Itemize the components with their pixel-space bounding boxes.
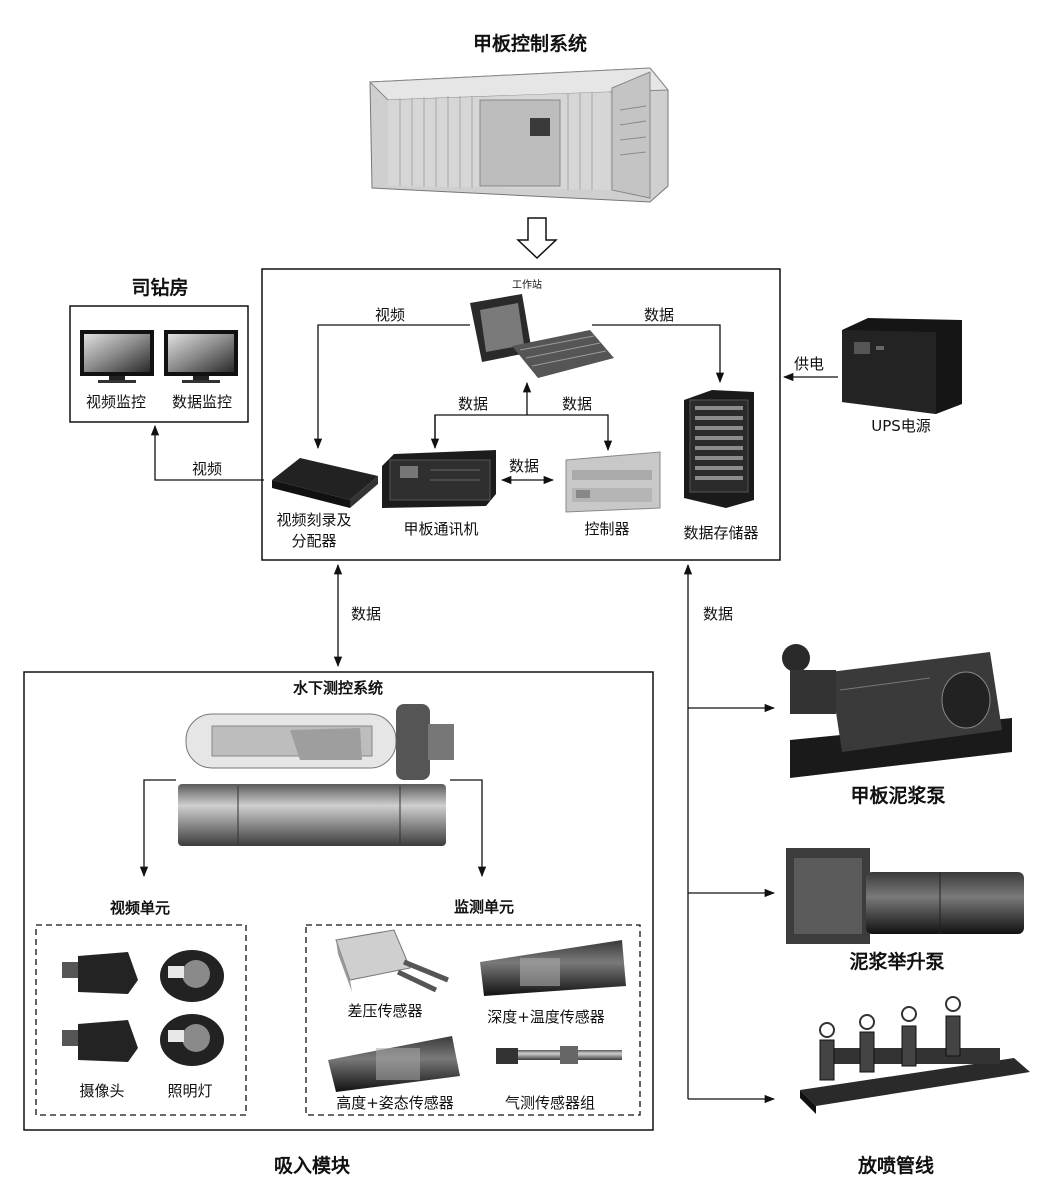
deck-equipment-box — [261, 268, 781, 561]
video-monitor-label: 视频监控 — [86, 393, 146, 411]
ups-image — [842, 318, 962, 414]
workstation-label: 工作站 — [512, 278, 542, 291]
depth-temp-label: 深度+温度传感器 — [487, 1008, 605, 1026]
camera-top-image — [62, 952, 138, 994]
camera-label: 摄像头 — [79, 1082, 124, 1100]
video-to-driller-arrow — [150, 424, 264, 481]
link-data-left-label: 数据 — [458, 395, 488, 413]
mud-lift-pump-title: 泥浆举升泵 — [849, 950, 944, 973]
blowout-line-title: 放喷管线 — [857, 1154, 934, 1177]
light-label: 照明灯 — [167, 1082, 212, 1100]
link-video-left-label: 视频 — [192, 460, 222, 478]
comm-pc-label: 甲板通讯机 — [403, 520, 478, 538]
gas-sensors-label: 气测传感器组 — [505, 1094, 595, 1112]
height-attitude-sensor-image — [328, 1036, 460, 1092]
internal-links — [313, 324, 725, 485]
deck-control-title: 甲板控制系统 — [473, 32, 587, 55]
blowout-line-image — [800, 996, 1030, 1114]
storage-server-image — [684, 390, 754, 508]
video-recorder-image — [272, 458, 378, 508]
gas-sensors-image — [496, 1046, 622, 1064]
hollow-down-arrow — [516, 217, 558, 260]
data-monitor-label: 数据监控 — [172, 393, 232, 411]
height-attitude-label: 高度+姿态传感器 — [336, 1094, 454, 1112]
video-recorder-label-line1: 视频刻录及 — [276, 511, 351, 529]
ups-label: UPS电源 — [871, 417, 931, 435]
controller-label: 控制器 — [584, 520, 629, 538]
to-monitor-unit-arrow — [450, 779, 487, 878]
storage-label: 数据存储器 — [683, 524, 758, 542]
depth-temp-sensor-image — [480, 940, 626, 996]
pressure-housing-image — [178, 784, 446, 846]
monitor-unit-title: 监测单元 — [454, 898, 514, 916]
link-data-right-label: 数据 — [562, 395, 592, 413]
underwater-system-box — [23, 671, 654, 1131]
link-video-top-label: 视频 — [375, 306, 405, 324]
comm-pc-image — [382, 450, 496, 508]
to-video-unit-arrow — [139, 779, 176, 878]
link-data-top-label: 数据 — [644, 306, 674, 324]
container-image — [368, 67, 670, 203]
right-data-bus — [683, 563, 776, 1104]
diff-pressure-label: 差压传感器 — [347, 1002, 422, 1020]
mud-lift-pump-image — [786, 848, 1024, 944]
underwater-title: 水下测控系统 — [293, 679, 383, 697]
video-unit-box — [35, 924, 247, 1116]
suction-module-title: 吸入模块 — [274, 1154, 351, 1177]
deck-mud-pump-title: 甲板泥浆泵 — [850, 784, 945, 807]
monitor-unit-box — [305, 924, 641, 1116]
light-top-image — [160, 950, 224, 1002]
deck-mud-pump-image — [782, 644, 1012, 778]
diff-pressure-sensor-image — [335, 929, 449, 993]
video-unit-title: 视频单元 — [110, 899, 170, 917]
link-data-side-label: 数据 — [703, 605, 733, 623]
light-bottom-image — [160, 1014, 224, 1066]
data-monitor-image — [164, 330, 238, 383]
workstation-image — [470, 294, 614, 378]
camera-bottom-image — [62, 1020, 138, 1062]
link-data-mid-label: 数据 — [509, 457, 539, 475]
video-monitor-image — [80, 330, 154, 383]
controller-image — [565, 451, 661, 513]
driller-room-box — [69, 305, 249, 423]
electronics-module-image — [185, 704, 454, 780]
link-data-down-label: 数据 — [351, 605, 381, 623]
driller-room-title: 司钻房 — [131, 276, 188, 299]
link-power-label: 供电 — [794, 355, 824, 373]
video-recorder-label-line2: 分配器 — [291, 532, 336, 550]
